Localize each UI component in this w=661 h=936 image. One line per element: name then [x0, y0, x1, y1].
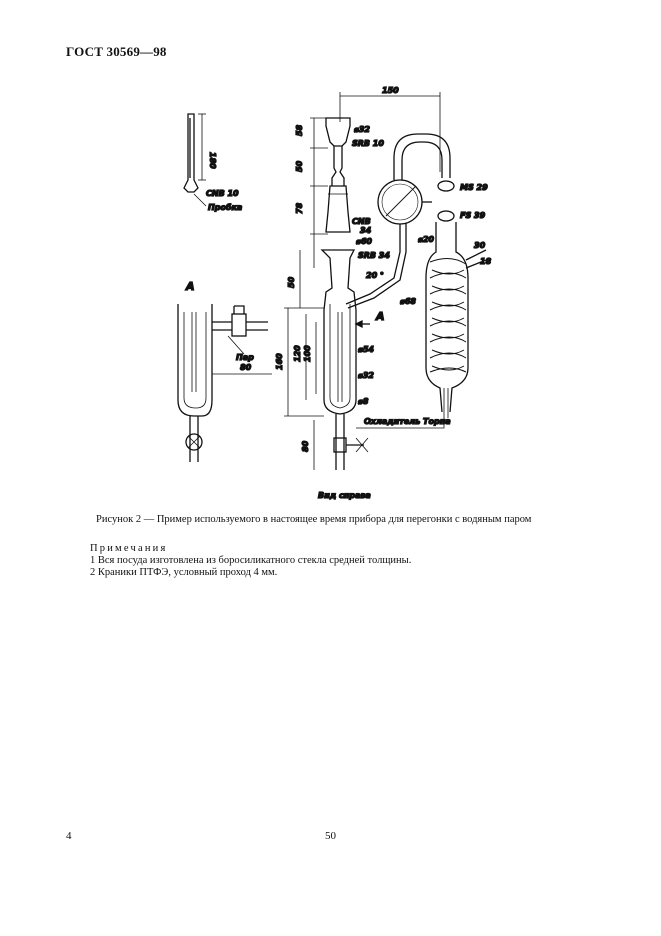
label-dim-50a: 50: [295, 160, 304, 172]
label-dim-58: 58: [295, 124, 304, 136]
apparatus-drawing: 180 CNB 10 Пробка 150 58 50 78 ⌀32 SRB 1…: [150, 82, 550, 502]
label-dim-160: 160: [275, 353, 284, 370]
label-arrow-a: A: [375, 310, 385, 323]
label-dim-50b: 50: [287, 276, 296, 288]
label-dia-8: ⌀8: [358, 397, 369, 406]
figure-caption: Рисунок 2 — Пример используемого в насто…: [96, 514, 532, 525]
label-dia-54: ⌀54: [358, 345, 374, 354]
label-dia-60: ⌀60: [356, 237, 372, 246]
label-cnb-34: 34: [360, 226, 372, 235]
label-dim-120: 120: [293, 345, 302, 362]
coil-condenser: [425, 222, 487, 418]
label-angle-20: 20 °: [366, 271, 384, 280]
label-dim-78: 78: [295, 202, 304, 214]
label-srb-10: SRB 10: [352, 139, 384, 148]
label-dia-32-top: ⌀32: [354, 125, 370, 134]
receiver-cup: [325, 117, 351, 233]
notes-block: Примечания 1 Вся посуда изготовлена из б…: [90, 543, 411, 579]
page-number-left: 4: [66, 830, 72, 842]
label-cnb: CNB: [352, 217, 371, 226]
label-dim-80-v: 80: [301, 440, 310, 452]
label-cooler: Охладитель Торпа: [364, 417, 451, 426]
gooseneck-tube: [393, 133, 455, 222]
stopper-drawing: [183, 113, 207, 207]
label-fs-39: FS 39: [460, 211, 486, 220]
label-dim-150: 150: [382, 86, 399, 95]
label-cnb-10: CNB 10: [206, 189, 239, 198]
document-header: ГОСТ 30569—98: [66, 44, 167, 59]
label-d30: 30: [474, 241, 486, 250]
label-dia-68: ⌀68: [400, 297, 416, 306]
splash-bulb: [345, 179, 432, 309]
note-item-1: 1 Вся посуда изготовлена из боросиликатн…: [90, 555, 412, 566]
label-d18: 18: [480, 257, 492, 266]
label-dim-180: 180: [208, 152, 217, 169]
label-dia-20: ⌀20: [418, 235, 434, 244]
label-ms-29: MS 29: [460, 183, 488, 192]
label-dim-80-h: 80: [240, 363, 252, 372]
distillation-column: [320, 249, 369, 470]
label-par: Пар: [236, 353, 254, 362]
label-srb-34: SRB 34: [358, 251, 390, 260]
page-number-center: 50: [325, 830, 336, 842]
label-dim-100: 100: [303, 345, 312, 362]
label-dia-32-mid: ⌀32: [358, 371, 374, 380]
notes-title: Примечания: [90, 543, 168, 554]
label-view-right: Вид справа: [318, 491, 371, 500]
label-letter-a: A: [185, 280, 195, 293]
label-probka: Пробка: [208, 202, 242, 212]
side-view-a: [177, 304, 268, 462]
note-item-2: 2 Краники ПТФЭ, условный проход 4 мм.: [90, 567, 278, 578]
